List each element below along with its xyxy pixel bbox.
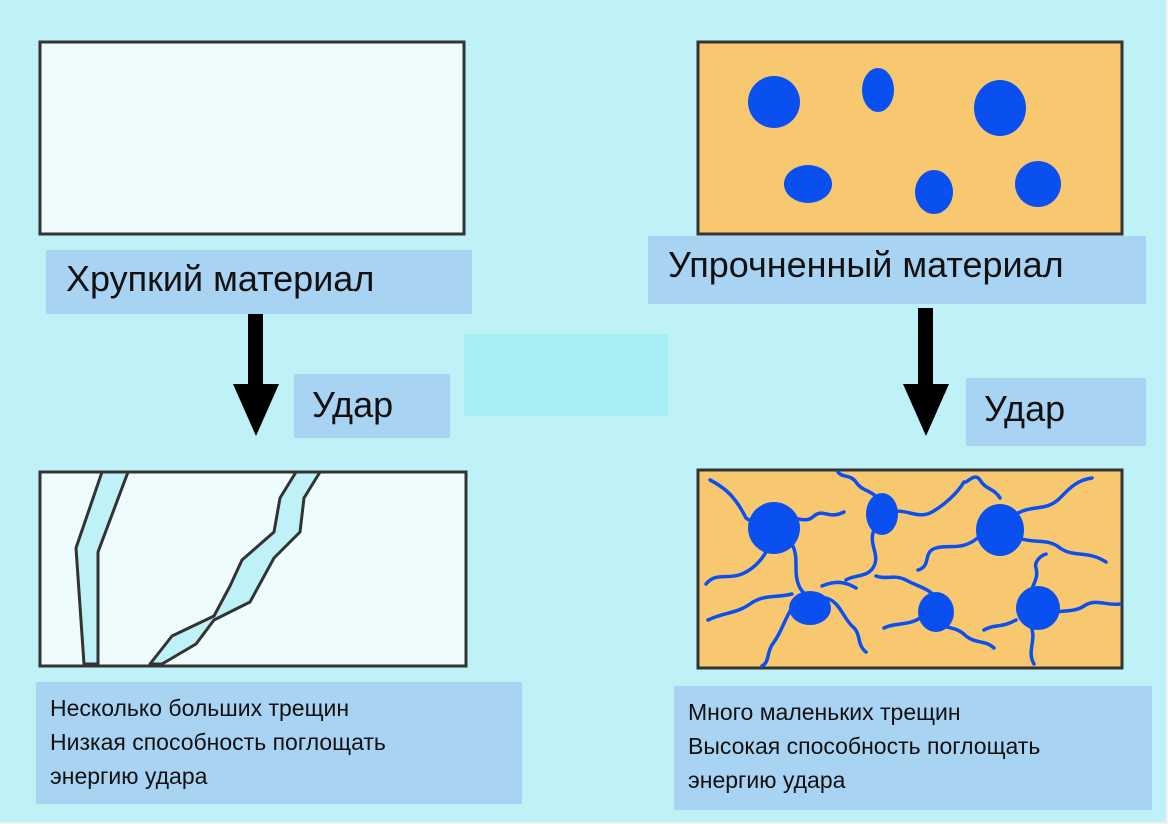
toughened-material-title: Упрочненный материал <box>668 244 1064 285</box>
impact-label-right: Удар <box>966 378 1146 446</box>
micro-crack <box>874 574 940 602</box>
rubber-particle <box>1016 586 1060 630</box>
micro-crack <box>1016 536 1108 564</box>
rubber-particle <box>866 493 898 535</box>
rubber-particle <box>789 591 831 625</box>
brittle-caption: Несколько больших трещин Низкая способно… <box>36 682 522 804</box>
rubber-particle <box>784 165 832 203</box>
rubber-particle <box>974 80 1026 136</box>
large-crack-2 <box>148 470 322 666</box>
brittle-caption-line-2: Низкая способность поглощать <box>50 729 386 755</box>
large-crack-1 <box>74 470 130 666</box>
rubber-particle <box>862 68 894 112</box>
impact-arrow-left <box>224 314 288 438</box>
toughened-material-label: Упрочненный материал <box>648 236 1146 304</box>
micro-crack <box>882 616 922 630</box>
blank-label-box <box>464 334 668 416</box>
brittle-caption-line-1: Несколько больших трещин <box>50 695 350 721</box>
rubber-particle <box>976 504 1024 556</box>
impact-text-left: Удар <box>312 384 394 425</box>
toughened-sample-intact <box>696 40 1124 236</box>
impact-label-left: Удар <box>294 374 450 438</box>
brittle-sample-intact <box>38 40 466 236</box>
micro-crack <box>1014 476 1094 516</box>
impact-arrow-right <box>894 308 958 438</box>
rubber-particle <box>1015 161 1061 207</box>
toughened-caption-line-1: Много маленьких трещин <box>688 699 961 725</box>
micro-crack <box>820 580 858 590</box>
toughened-sample-cracked <box>696 468 1124 670</box>
brittle-caption-line-3: энергию удара <box>50 763 208 789</box>
impact-text-right: Удар <box>984 388 1066 429</box>
micro-crack <box>964 475 1002 500</box>
micro-crack <box>916 534 982 572</box>
micro-crack <box>706 592 794 622</box>
rubber-particle <box>748 502 800 554</box>
toughened-caption-line-2: Высокая способность поглощать <box>688 733 1041 759</box>
rubber-particle <box>918 592 954 632</box>
brittle-sample-cracked <box>38 468 468 668</box>
brittle-material-label: Хрупкий материал <box>46 250 472 314</box>
micro-crack <box>1028 622 1036 666</box>
micro-crack <box>890 480 966 517</box>
micro-crack <box>982 618 1018 632</box>
brittle-material-title: Хрупкий материал <box>66 258 375 299</box>
toughened-caption: Много маленьких трещин Высокая способнос… <box>674 686 1152 810</box>
micro-crack <box>836 470 882 504</box>
micro-crack <box>824 596 868 654</box>
rubber-particle <box>748 76 800 128</box>
toughened-caption-line-3: энергию удара <box>688 767 846 793</box>
rubber-particle <box>915 170 953 214</box>
micro-crack <box>844 528 878 582</box>
